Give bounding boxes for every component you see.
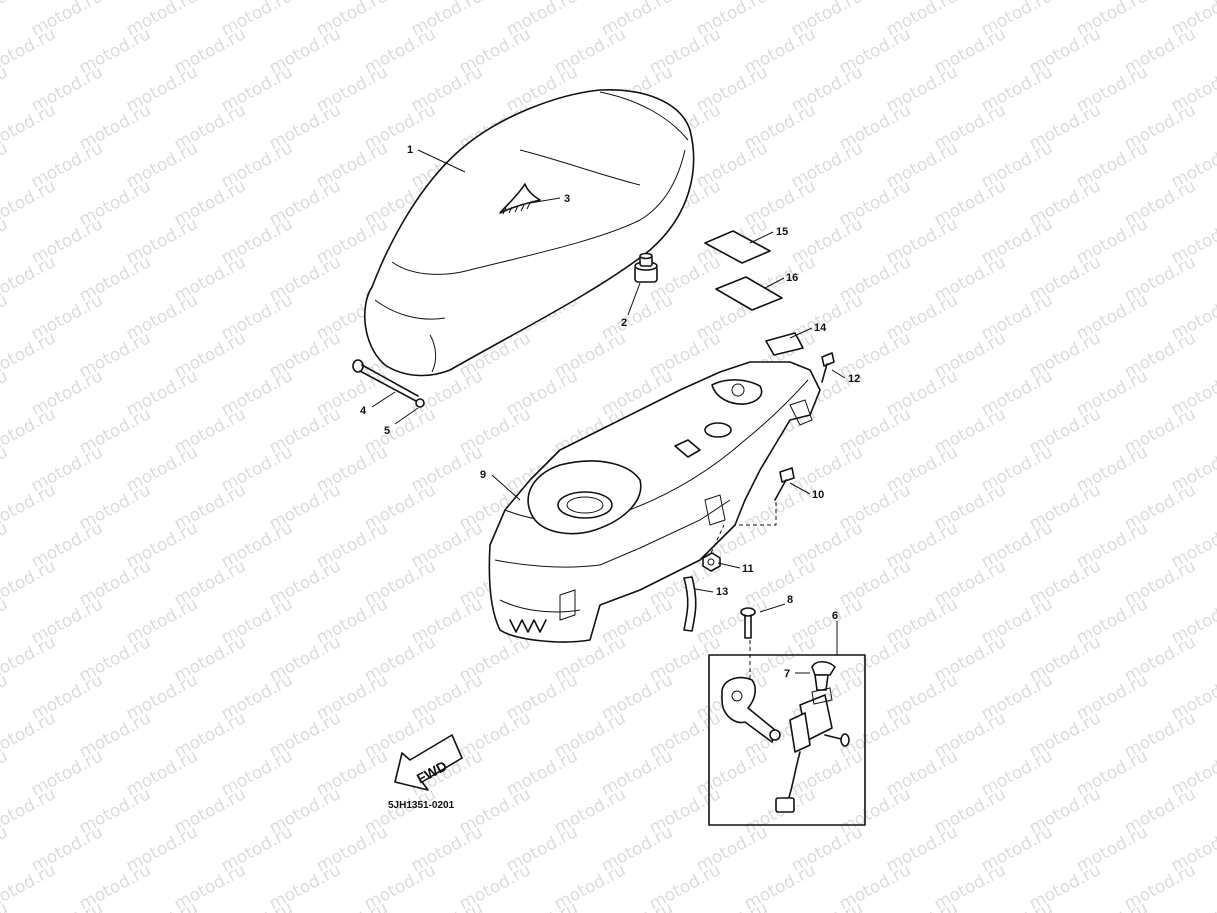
watermark-text: motod.ru xyxy=(0,404,59,458)
watermark-text: motod.ru xyxy=(0,670,11,724)
watermark-text: motod.ru xyxy=(123,898,201,913)
watermark-text: motod.ru xyxy=(0,708,59,762)
watermark-text: motod.ru xyxy=(0,24,59,78)
watermark-text: motod.ru xyxy=(0,860,59,913)
watermark-text: motod.ru xyxy=(0,138,11,192)
watermark-text: motod.ru xyxy=(313,898,391,913)
lock-set-drawing xyxy=(708,654,866,826)
watermark-text: motod.ru xyxy=(0,290,11,344)
callout-4: 4 xyxy=(360,405,367,417)
damper-drawing xyxy=(634,252,658,283)
watermark-text: motod.ru xyxy=(0,442,11,496)
bolt-and-nut-drawing xyxy=(352,359,425,408)
watermark-text: motod.ru xyxy=(0,366,11,420)
sticker-drawings xyxy=(704,230,804,356)
leader-lines xyxy=(371,149,846,674)
callout-7: 7 xyxy=(784,668,790,680)
callout-8: 8 xyxy=(787,594,793,606)
callout-6: 6 xyxy=(832,610,838,622)
callout-labels: 1 2 3 4 5 6 7 8 9 10 11 12 13 14 15 16 xyxy=(360,144,860,680)
nut-drawing xyxy=(702,552,721,572)
callout-9: 9 xyxy=(480,469,486,481)
watermark-text: motod.ru xyxy=(0,746,11,800)
callout-2: 2 xyxy=(621,317,627,329)
watermark-text: motod.ru xyxy=(788,898,866,913)
watermark-text: motod.ru xyxy=(0,594,11,648)
watermark-text: motod.ru xyxy=(598,898,676,913)
watermark-text: motod.ru xyxy=(218,898,296,913)
watermark-text: motod.ru xyxy=(503,898,581,913)
callout-11: 11 xyxy=(742,563,754,575)
callout-15: 15 xyxy=(776,226,788,238)
watermark-text: motod.ru xyxy=(978,898,1056,913)
seat-drawing xyxy=(363,89,695,377)
watermark-text: motod.ru xyxy=(0,252,59,306)
hose-drawing xyxy=(683,576,697,632)
watermark-text: motod.ru xyxy=(0,822,11,876)
watermark-text: motod.ru xyxy=(0,480,59,534)
watermark-text: motod.ru xyxy=(0,62,11,116)
watermark-text: motod.ru xyxy=(0,176,59,230)
watermark-text: motod.ru xyxy=(0,556,59,610)
storage-box-drawing xyxy=(488,361,821,643)
watermark-text: motod.ru xyxy=(1073,898,1151,913)
callout-16: 16 xyxy=(786,272,798,284)
callout-12: 12 xyxy=(848,373,860,385)
watermark-text: motod.ru xyxy=(28,898,106,913)
watermark-text: motod.ru xyxy=(693,898,771,913)
watermark-text: motod.ru xyxy=(0,784,59,838)
watermark-text: motod.ru xyxy=(408,898,486,913)
watermark-text: motod.ru xyxy=(0,0,11,40)
watermark-text: motod.ru xyxy=(1168,898,1217,913)
callout-10: 10 xyxy=(812,489,824,501)
watermark-text: motod.ru xyxy=(0,100,59,154)
watermark-text: motod.ru xyxy=(0,214,11,268)
diagram-code: 5JH1351-0201 xyxy=(388,800,455,811)
callout-13: 13 xyxy=(716,586,728,598)
watermark-text: motod.ru xyxy=(0,518,11,572)
watermark-text: motod.ru xyxy=(0,632,59,686)
callout-14: 14 xyxy=(814,322,827,334)
screw-drawing xyxy=(740,607,756,639)
callout-3: 3 xyxy=(564,193,570,205)
callout-1: 1 xyxy=(407,144,413,156)
callout-5: 5 xyxy=(384,425,390,437)
bolt-drawings xyxy=(774,352,835,501)
watermark-text: motod.ru xyxy=(0,328,59,382)
watermark-text: motod.ru xyxy=(0,898,11,913)
assembly-guide-lines xyxy=(710,502,777,690)
watermark-text: motod.ru xyxy=(883,898,961,913)
